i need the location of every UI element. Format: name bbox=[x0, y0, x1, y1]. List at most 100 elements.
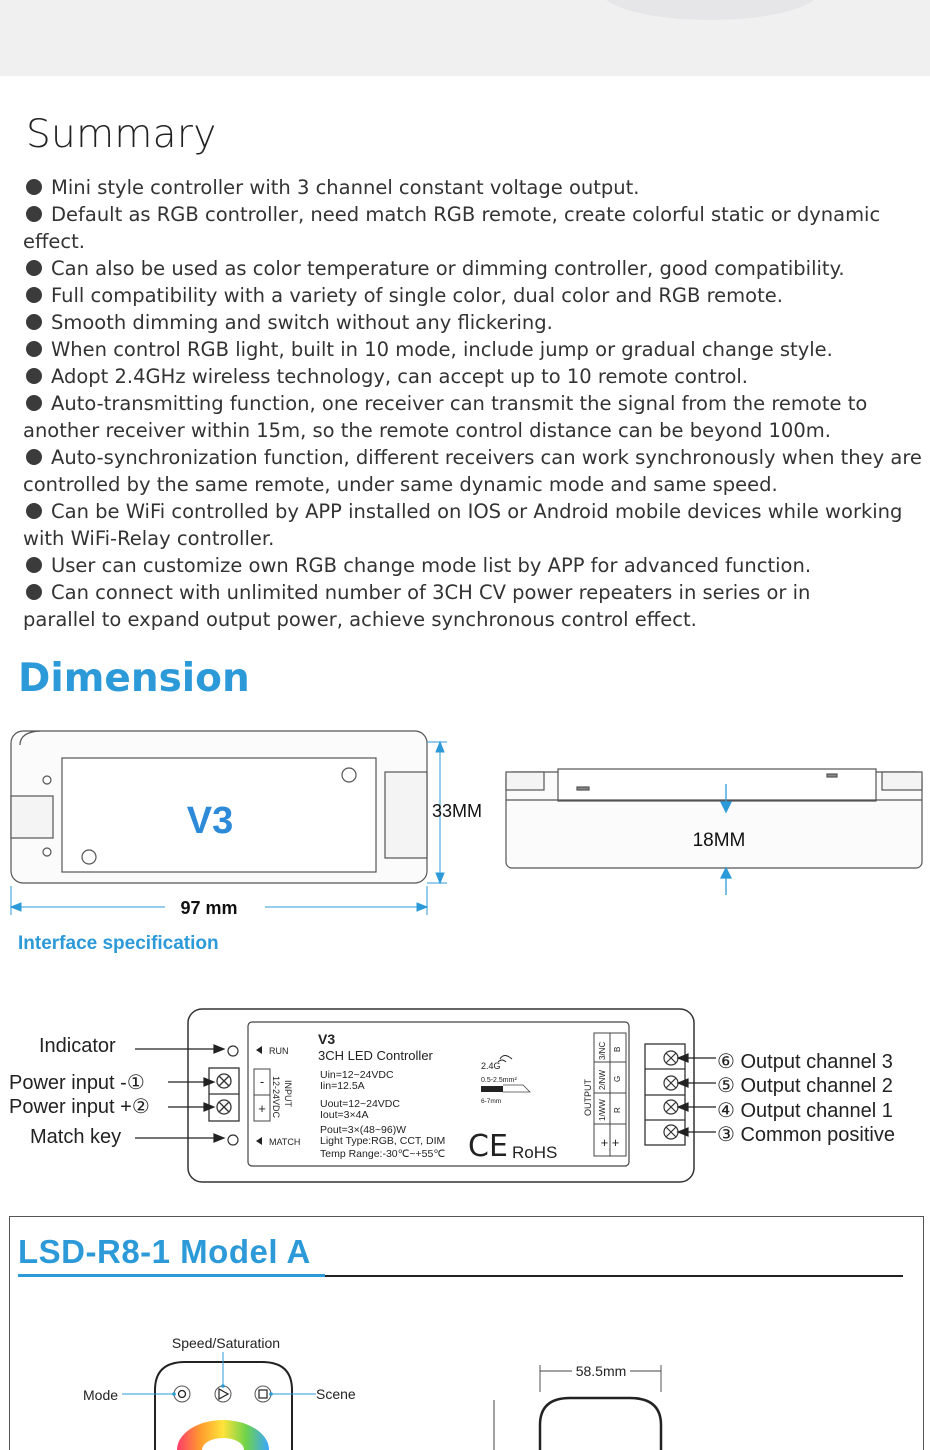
summary-item-text: Auto-synchronization function, different… bbox=[23, 446, 922, 496]
bullet-icon bbox=[26, 314, 42, 330]
depth-dimension-arrows bbox=[719, 784, 733, 895]
channel-label: 2/NW bbox=[598, 1070, 607, 1090]
channel-color-label: G bbox=[613, 1076, 622, 1082]
channel-label: 3/NC bbox=[598, 1042, 607, 1060]
summary-item-text: Smooth dimming and switch without any fl… bbox=[51, 311, 553, 334]
spec-line: Light Type:RGB, CCT, DIM bbox=[320, 1135, 445, 1147]
summary-item-text: Adopt 2.4GHz wireless technology, can ac… bbox=[51, 365, 749, 388]
height-label: 33MM bbox=[432, 801, 482, 821]
indicator-label: Indicator bbox=[39, 1035, 116, 1057]
output-channel-2-label: ⑤ Output channel 2 bbox=[717, 1075, 893, 1097]
bullet-icon bbox=[26, 449, 42, 465]
product-shadow bbox=[600, 0, 820, 20]
indicator-led bbox=[227, 1045, 239, 1057]
summary-item-text: When control RGB light, built in 10 mode… bbox=[51, 338, 833, 361]
summary-item-text: Mini style controller with 3 channel con… bbox=[51, 176, 640, 199]
summary-item-text: Can also be used as color temperature or… bbox=[51, 257, 845, 280]
output-plus-plus: + + bbox=[601, 1135, 620, 1150]
summary-item: Smooth dimming and switch without any fl… bbox=[23, 309, 928, 336]
depth-label: 18MM bbox=[693, 830, 746, 851]
dimension-title: Dimension bbox=[18, 656, 250, 701]
input-polarity-box bbox=[253, 1068, 271, 1122]
output-label: OUTPUT bbox=[583, 1079, 593, 1117]
match-key-label: Match key bbox=[30, 1126, 122, 1148]
bullet-icon bbox=[26, 260, 42, 276]
bullet-icon bbox=[26, 584, 42, 600]
summary-item-text: Full compatibility with a variety of sin… bbox=[51, 284, 783, 307]
bullet-icon bbox=[26, 557, 42, 573]
model-label: V3 bbox=[187, 800, 233, 842]
spec-line: Temp Range:-30℃~+55℃ bbox=[320, 1148, 445, 1160]
product-model: V3 bbox=[318, 1031, 335, 1047]
summary-item: Can connect with unlimited number of 3CH… bbox=[23, 579, 928, 633]
spec-line: Iin=12.5A bbox=[320, 1080, 365, 1092]
summary-item-text: Can be WiFi controlled by APP installed … bbox=[23, 500, 903, 550]
bullet-icon bbox=[26, 341, 42, 357]
channel-label: 1/WW bbox=[598, 1099, 607, 1121]
output-channel-table bbox=[593, 1032, 627, 1157]
remote-title: LSD-R8-1 Model A bbox=[18, 1233, 311, 1270]
remote-title-rule bbox=[18, 1274, 903, 1277]
summary-item-text: Auto-transmitting function, one receiver… bbox=[23, 392, 868, 442]
width-dimension-line bbox=[9, 886, 429, 915]
controller-label-panel bbox=[247, 1021, 630, 1167]
controller-housing bbox=[187, 1008, 695, 1183]
summary-item: Can also be used as color temperature or… bbox=[23, 255, 928, 282]
bullet-icon bbox=[26, 287, 42, 303]
remote-section-frame bbox=[9, 1216, 924, 1450]
bullet-icon bbox=[26, 395, 42, 411]
summary-item: When control RGB light, built in 10 mode… bbox=[23, 336, 928, 363]
wire-size: 0.5-2.5mm² bbox=[481, 1077, 517, 1084]
height-dimension-line bbox=[427, 740, 447, 885]
input-voltage: 12-24VDC bbox=[271, 1076, 281, 1119]
wire-strip-icon bbox=[481, 1086, 503, 1092]
input-label: INPUT bbox=[283, 1080, 293, 1108]
match-label: MATCH bbox=[269, 1137, 300, 1147]
top-band bbox=[0, 0, 930, 76]
summary-item-text: User can customize own RGB change mode l… bbox=[51, 554, 812, 577]
common-positive-label: ③ Common positive bbox=[717, 1124, 895, 1146]
summary-item-text: Can connect with unlimited number of 3CH… bbox=[23, 581, 811, 631]
right-pointer-lines bbox=[676, 1053, 716, 1137]
bullet-icon bbox=[26, 368, 42, 384]
bullet-icon bbox=[26, 206, 42, 222]
match-key-button bbox=[227, 1134, 239, 1146]
summary-item: User can customize own RGB change mode l… bbox=[23, 552, 928, 579]
remote-title-underline bbox=[18, 1274, 325, 1277]
summary-item: Auto-transmitting function, one receiver… bbox=[23, 390, 928, 444]
width-label: 97 mm bbox=[180, 898, 237, 918]
wireless-label: 2.4G bbox=[481, 1061, 501, 1071]
summary-item-text: Default as RGB controller, need match RG… bbox=[23, 203, 881, 253]
spec-lines: Uin=12~24VDCIin=12.5AUout=12~24VDCIout=3… bbox=[320, 1069, 445, 1160]
input-minus: - bbox=[260, 1074, 264, 1089]
spec-line: Iout=3×4A bbox=[320, 1109, 368, 1121]
output-channel-3-label: ⑥ Output channel 3 bbox=[717, 1051, 893, 1073]
run-label: RUN bbox=[269, 1046, 289, 1056]
bullet-icon bbox=[26, 179, 42, 195]
power-input-plus-label: Power input +② bbox=[9, 1096, 150, 1118]
product-name: 3CH LED Controller bbox=[318, 1048, 434, 1063]
summary-item: Mini style controller with 3 channel con… bbox=[23, 174, 928, 201]
channel-color-label: R bbox=[613, 1107, 622, 1113]
side-view bbox=[505, 768, 923, 869]
strip-length: 6-7mm bbox=[481, 1098, 501, 1105]
top-view bbox=[10, 730, 428, 884]
summary-item: Default as RGB controller, need match RG… bbox=[23, 201, 928, 255]
spec-line: Pout=3×(48~96)W bbox=[320, 1124, 406, 1136]
channel-color-label: B bbox=[613, 1047, 622, 1052]
summary-list: Mini style controller with 3 channel con… bbox=[23, 174, 928, 633]
input-plus: + bbox=[258, 1101, 266, 1116]
ce-mark: CE bbox=[468, 1129, 508, 1164]
power-input-minus-label: Power input -① bbox=[9, 1072, 145, 1094]
input-terminal-block bbox=[208, 1067, 240, 1122]
run-arrow-icon bbox=[256, 1046, 262, 1054]
interface-title: Interface specification bbox=[18, 933, 219, 954]
summary-item: Auto-synchronization function, different… bbox=[23, 444, 928, 498]
output-channel-1-label: ④ Output channel 1 bbox=[717, 1100, 893, 1122]
summary-item: Full compatibility with a variety of sin… bbox=[23, 282, 928, 309]
bullet-icon bbox=[26, 503, 42, 519]
summary-title: Summary bbox=[26, 112, 217, 157]
spec-line: Uout=12~24VDC bbox=[320, 1098, 400, 1110]
output-terminal-block bbox=[644, 1043, 686, 1146]
summary-item: Adopt 2.4GHz wireless technology, can ac… bbox=[23, 363, 928, 390]
